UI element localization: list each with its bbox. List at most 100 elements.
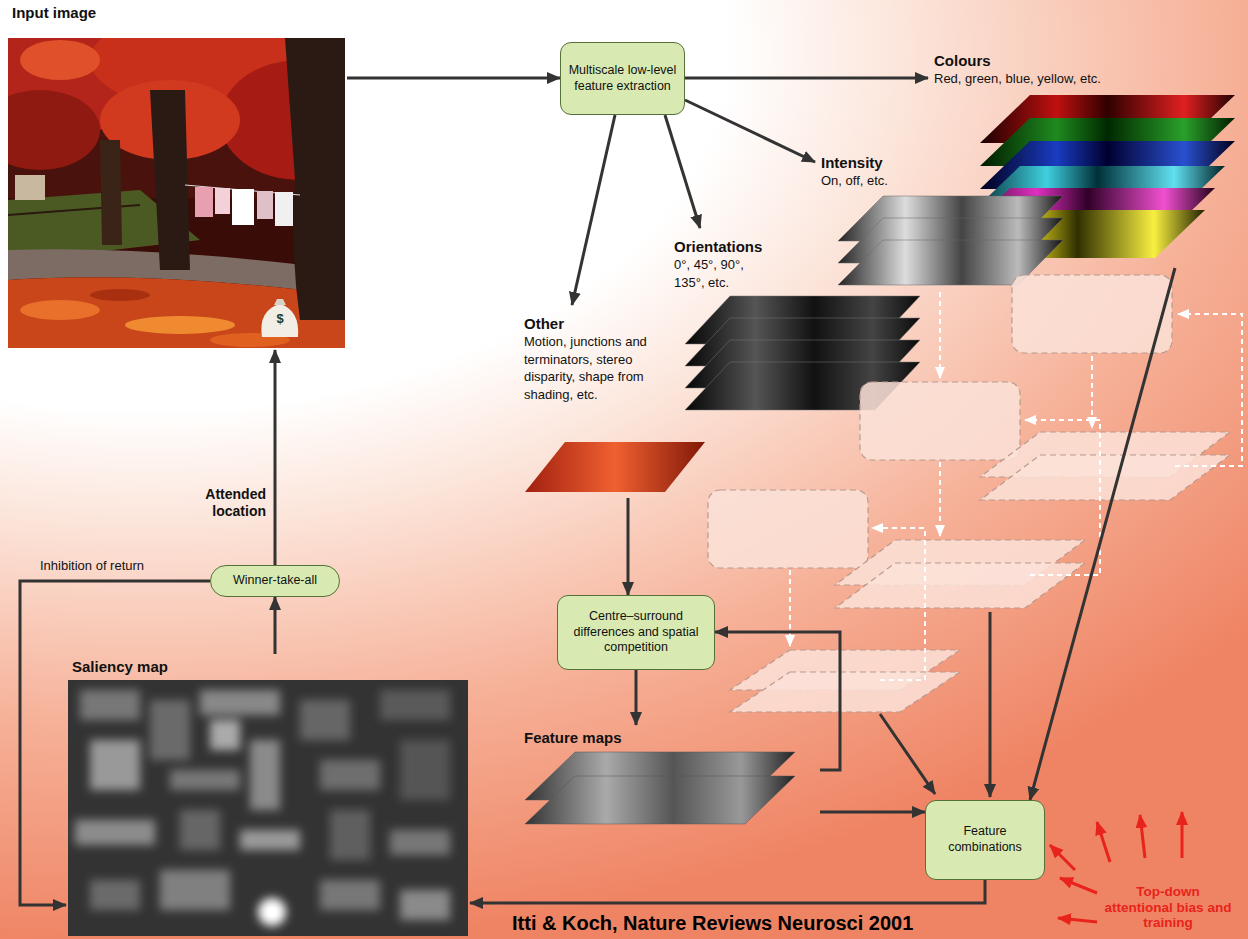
- autumn-photo: [150, 90, 190, 270]
- feature-stack: Feature maps: [518, 725, 820, 830]
- feature-map-planes: [525, 752, 795, 824]
- ghost-stages: [860, 382, 1020, 460]
- connectors: [20, 78, 1175, 905]
- stack-description: On, off, etc.: [821, 172, 1034, 190]
- connector-arrow: [715, 632, 840, 770]
- feature-stack: IntensityOn, off, etc.: [815, 150, 1040, 290]
- autumn-photo: [90, 289, 150, 301]
- autumn-photo: [20, 40, 100, 80]
- connector-arrow: [635, 670, 638, 725]
- bag-symbol: $: [272, 311, 288, 326]
- connector-arrow: [1030, 268, 1175, 800]
- connector-arrow: [665, 115, 700, 228]
- autumn-photo: [285, 38, 345, 320]
- ghost-stages: [708, 275, 1230, 712]
- saliency-image: [400, 890, 450, 920]
- stack-description: Motion, junctions and terminators, stere…: [524, 333, 649, 403]
- autumn-photo: [8, 38, 345, 348]
- stack-heading: Colours: [934, 52, 1239, 70]
- box-text: Multiscale low-level feature extraction: [567, 63, 678, 94]
- saliency-image: [90, 880, 140, 910]
- saliency-image: [258, 898, 286, 926]
- ghost-arrows: [790, 292, 1242, 680]
- ghost-arrows: [1025, 420, 1100, 575]
- connector-arrow: [572, 115, 615, 305]
- autumn-photo: [15, 175, 45, 200]
- autumn-photo: [215, 188, 230, 214]
- other-map: [525, 442, 705, 492]
- ghost-arrows: [789, 570, 791, 646]
- citation-text: Itti & Koch, Nature Reviews Neurosci 200…: [512, 912, 913, 935]
- stack-heading: Intensity: [821, 154, 1034, 172]
- top-down-arrows: [1060, 878, 1097, 893]
- saliency-image: [320, 760, 380, 790]
- ghost-to-combination-arrows: [880, 714, 935, 794]
- feature-stack: ColoursRed, green, blue, yellow, etc.: [928, 48, 1245, 268]
- connector-arrow: [347, 77, 560, 80]
- ghost-stages: [980, 455, 1230, 500]
- saliency-image: [90, 740, 140, 790]
- ghost-stages: [835, 563, 1085, 608]
- feature-map-planes: [525, 776, 795, 824]
- saliency-image: [80, 690, 140, 720]
- saliency-image: [240, 830, 300, 850]
- saliency-image: [267, 907, 277, 917]
- connector-arrow: [274, 350, 277, 565]
- connector-arrow: [470, 880, 985, 903]
- saliency-image: [68, 680, 468, 936]
- panel-heading: Saliency map: [72, 658, 464, 676]
- image-panel: Input image: [6, 0, 347, 350]
- autumn-photo: [8, 90, 100, 170]
- ghost-stages: [708, 490, 868, 568]
- saliency-image: [200, 690, 280, 715]
- ghost-to-combination-arrows: [989, 612, 992, 797]
- stack-heading: Other: [524, 315, 702, 333]
- other-map: [525, 442, 705, 492]
- process-box: Centre–surround differences and spatial …: [557, 595, 715, 670]
- connector-arrow: [820, 811, 925, 814]
- autumn-photo: [274, 299, 286, 305]
- ghost-arrows: [939, 462, 941, 536]
- process-box: Multiscale low-level feature extraction: [560, 42, 685, 115]
- edge-label: Inhibition of return: [40, 558, 205, 574]
- feature-stack: OtherMotion, junctions and terminators, …: [518, 305, 708, 498]
- saliency-image: [400, 740, 450, 800]
- top-down-arrows: [1097, 822, 1110, 862]
- box-text: Winner-take-all: [233, 573, 317, 589]
- saliency-image: [75, 690, 450, 926]
- autumn-photo: [257, 191, 273, 219]
- ghost-stages: [1012, 275, 1172, 353]
- connector-arrow: [274, 597, 277, 654]
- saliency-image: [380, 690, 450, 720]
- box-text: Feature combinations: [932, 824, 1038, 855]
- ghost-arrows: [939, 292, 941, 378]
- intensity-maps: [838, 196, 1063, 285]
- autumn-photo: [100, 140, 122, 245]
- stack-description: Red, green, blue, yellow, etc.: [934, 70, 1239, 88]
- connector-arrow: [685, 77, 928, 80]
- saliency-image: [390, 830, 450, 855]
- saliency-image: [160, 870, 230, 910]
- saliency-image: [68, 680, 468, 936]
- top-down-arrows: [1140, 815, 1145, 858]
- autumn-photo: [125, 316, 235, 334]
- connector-arrow: [685, 100, 815, 162]
- stack-heading: Orientations: [674, 238, 927, 256]
- saliency-image: [210, 720, 240, 750]
- autumn-photo: [195, 187, 213, 217]
- panel-heading: Input image: [12, 4, 341, 22]
- saliency-image: [75, 820, 155, 845]
- top-down-arrows: [1181, 812, 1184, 858]
- top-down-arrows: [1050, 845, 1075, 870]
- process-box: Winner-take-all: [210, 565, 340, 597]
- stack-description: 0°, 45°, 90°, 135°, etc.: [674, 256, 774, 291]
- autumn-photo: [261, 304, 298, 337]
- connector-arrow: [20, 581, 210, 905]
- saliency-image: [170, 770, 240, 790]
- box-text: Centre–surround differences and spatial …: [564, 609, 708, 656]
- ghost-to-combination-arrows: [880, 612, 990, 797]
- annotation-text: Top-down attentional bias and training: [1103, 884, 1233, 931]
